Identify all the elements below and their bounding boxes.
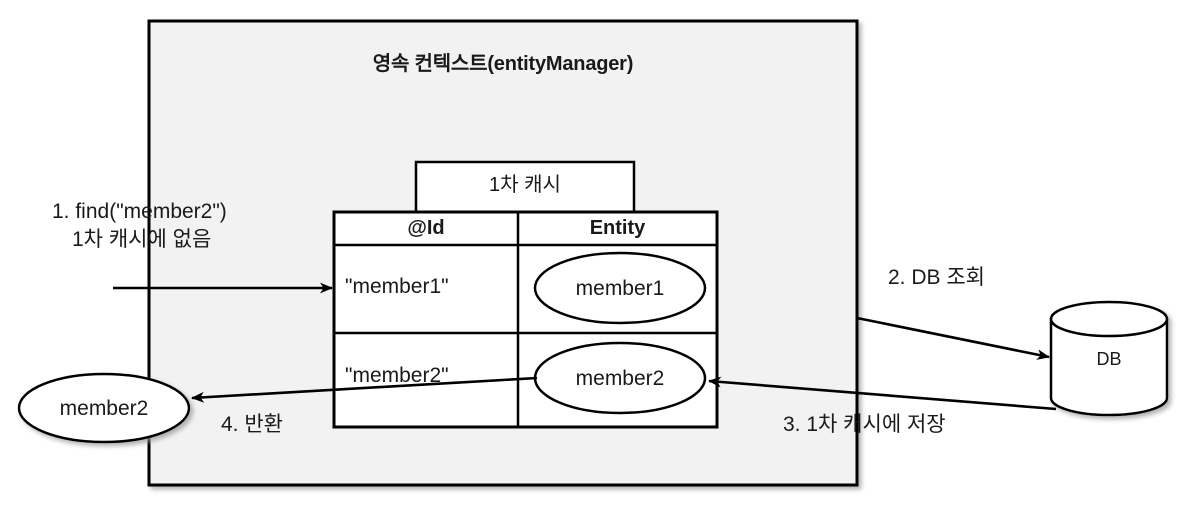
arrow-step-2-db-query [856,316,1050,360]
entity-ellipse-member1 [533,251,707,325]
table-header-id: @Id [407,217,445,239]
arrow-step-4-return [191,376,538,403]
step-3-label: 3. 1차 캐시에 저장 [783,413,946,436]
first-level-cache-title-box [414,160,636,216]
first-level-cache-title: 1차 캐시 [489,174,561,196]
table-cell-id-row-2: "member2" [345,364,449,387]
returned-entity-ellipse [17,372,191,444]
step-4-label: 4. 반환 [221,413,283,436]
database-label: DB [1096,349,1122,369]
step-2-label: 2. DB 조회 [888,266,985,289]
arrow-step-3-store-in-cache [708,376,1057,411]
step-1-label-line-2: 1차 캐시에 없음 [72,228,212,251]
step-1-label-line-1: 1. find("member2") [52,200,227,223]
persistence-context-title: 영속 컨텍스트(entityManager) [372,53,634,75]
database-cylinder [1049,300,1169,417]
entity-label-row-1: member1 [575,277,665,300]
table-header-entity: Entity [589,217,646,239]
table-cell-id-row-1: "member1" [345,275,449,298]
entity-label-row-2: member2 [575,367,665,390]
returned-entity-label: member2 [59,397,149,420]
